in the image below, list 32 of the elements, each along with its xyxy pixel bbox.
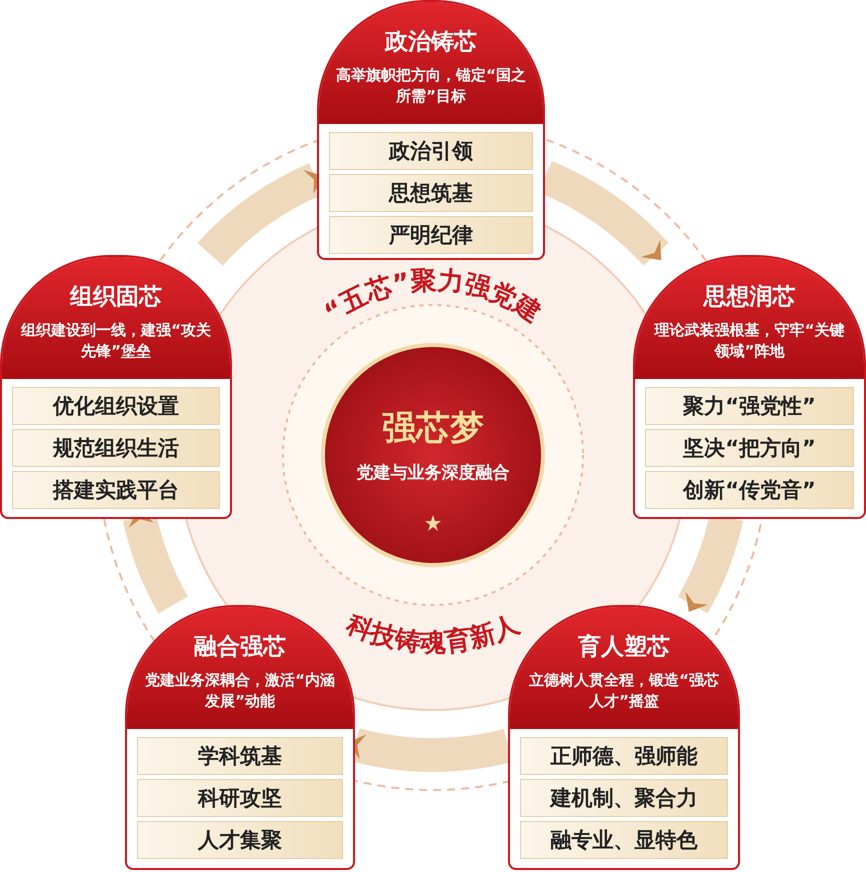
card	[633, 255, 866, 519]
item-box: 政治引领	[329, 132, 533, 170]
card-subtitle: 党建业务深耦合，激活“内涵发展”动能	[144, 670, 336, 712]
item-box: 聚力“强党性”	[645, 387, 854, 425]
item-box: 融专业、显特色	[520, 821, 728, 859]
card	[317, 0, 545, 260]
card-title: 组织固芯	[70, 283, 162, 312]
item-box: 科研攻坚	[137, 779, 343, 817]
card-subtitle: 组织建设到一线，建强“攻关先锋”堡垒	[20, 320, 212, 362]
item-box: 思想筑基	[329, 174, 533, 212]
arc-text: 科技铸魂育新人	[342, 609, 524, 658]
card-title: 融合强芯	[194, 633, 286, 662]
card-title: 育人塑芯	[578, 632, 670, 662]
arc-text: “五芯”聚力强党建	[319, 266, 546, 329]
item-box: 创新“传党音”	[645, 471, 854, 509]
card-title: 思想润芯	[704, 283, 796, 312]
card-subtitle: 高举旗帜把方向，锚定“国之所需”目标	[335, 65, 527, 107]
card-title: 政治铸芯	[385, 28, 477, 57]
item-box: 搭建实践平台	[12, 471, 220, 509]
center-title: 强芯梦	[382, 407, 484, 450]
item-box: 人才集聚	[137, 821, 343, 859]
card-subtitle: 立德树人贯全程，锻造“强芯人才”摇篮	[528, 670, 720, 712]
item-box: 正师德、强师能	[520, 737, 728, 775]
item-box: 优化组织设置	[12, 387, 220, 425]
item-box: 学科筑基	[137, 737, 343, 775]
item-box: 严明纪律	[329, 216, 533, 254]
item-box: 坚决“把方向”	[645, 429, 854, 467]
card	[0, 255, 232, 519]
center-subtitle: 党建与业务深度融合	[356, 462, 510, 484]
item-box: 建机制、聚合力	[520, 779, 728, 817]
item-box: 规范组织生活	[12, 429, 220, 467]
card-subtitle: 理论武装强根基，守牢“关键领域”阵地	[653, 320, 846, 362]
